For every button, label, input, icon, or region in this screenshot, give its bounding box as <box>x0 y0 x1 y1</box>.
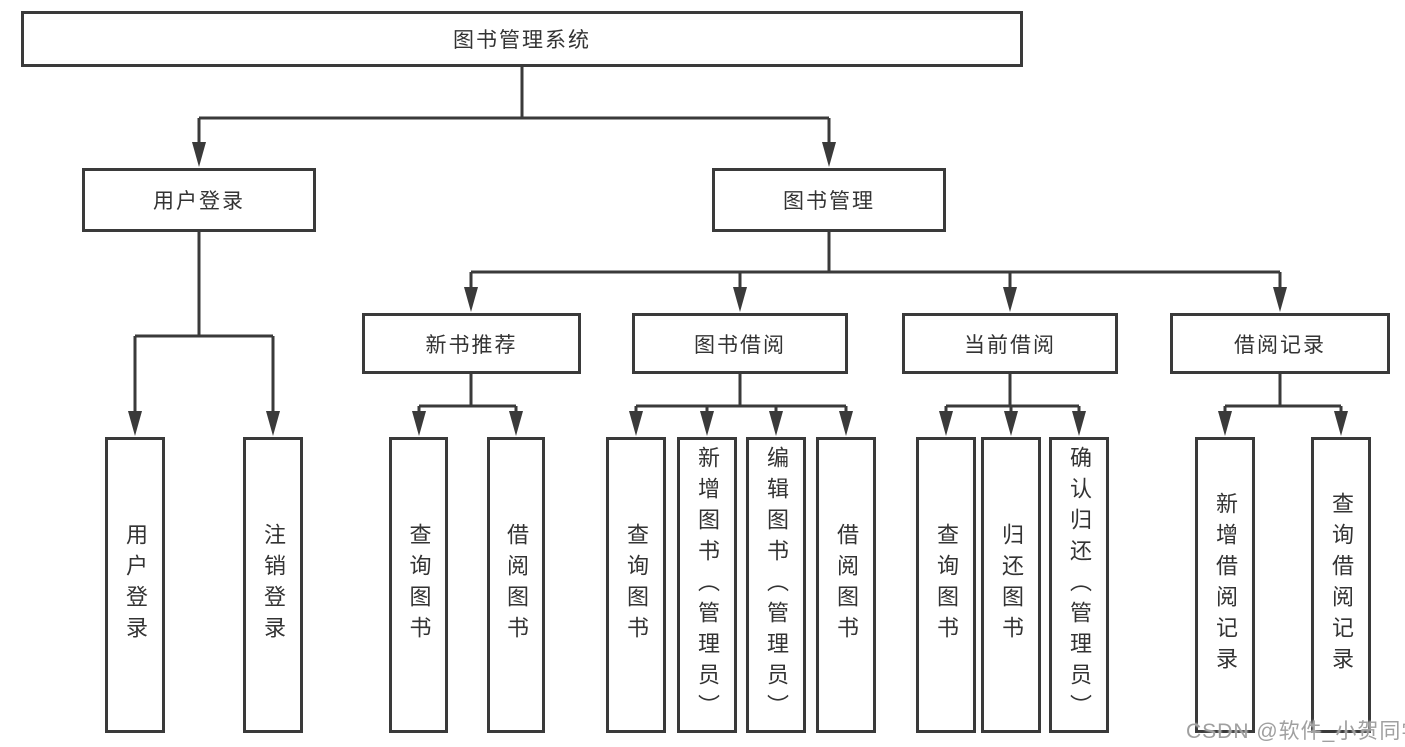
leaf-borrow-books-1: 借阅图书 <box>487 437 545 733</box>
node-label: 新书推荐 <box>425 333 518 357</box>
node-label: 图书借阅 <box>694 333 786 357</box>
node-user-login-branch: 用户登录 <box>82 168 316 232</box>
leaf-edit-books-admin: 编辑图书（管理员） <box>746 437 806 733</box>
leaf-query-books-3: 查询图书 <box>916 437 976 733</box>
node-label: 图书管理 <box>783 190 875 213</box>
leaf-add-borrow-record: 新增借阅记录 <box>1195 437 1255 733</box>
leaf-query-borrow-record: 查询借阅记录 <box>1311 437 1371 733</box>
node-label: 查询图书 <box>406 523 432 647</box>
leaf-query-books-2: 查询图书 <box>606 437 666 733</box>
node-label: 确认归还（管理员） <box>1067 445 1092 725</box>
node-new-book-recommend: 新书推荐 <box>362 313 581 374</box>
node-label: 借阅图书 <box>504 523 529 647</box>
node-root-system: 图书管理系统 <box>21 11 1023 67</box>
node-book-management-branch: 图书管理 <box>712 168 946 232</box>
node-label: 编辑图书（管理员） <box>764 445 789 725</box>
node-label: 注销登录 <box>261 523 286 647</box>
leaf-logout: 注销登录 <box>243 437 303 733</box>
node-label: 查询图书 <box>624 523 649 647</box>
node-label: 查询图书 <box>934 523 959 647</box>
node-label: 新增借阅记录 <box>1213 492 1238 678</box>
node-book-borrowing: 图书借阅 <box>632 313 848 374</box>
leaf-confirm-return-admin: 确认归还（管理员） <box>1049 437 1109 733</box>
node-label: 借阅记录 <box>1234 333 1326 357</box>
node-label: 图书管理系统 <box>453 29 591 52</box>
node-label: 借阅图书 <box>834 523 859 647</box>
node-borrowing-records: 借阅记录 <box>1170 313 1390 374</box>
leaf-add-books-admin: 新增图书（管理员） <box>677 437 737 733</box>
leaf-query-books-1: 查询图书 <box>389 437 448 733</box>
node-label: 新增图书（管理员） <box>695 445 720 725</box>
leaf-return-books: 归还图书 <box>981 437 1041 733</box>
leaf-user-login: 用户登录 <box>105 437 165 733</box>
node-label: 用户登录 <box>123 523 148 647</box>
node-label: 归还图书 <box>999 523 1024 647</box>
leaf-borrow-books-2: 借阅图书 <box>816 437 876 733</box>
node-label: 查询借阅记录 <box>1329 492 1354 678</box>
node-label: 当前借阅 <box>964 333 1056 357</box>
csdn-watermark: CSDN @软件_小贺同学 <box>1186 720 1405 743</box>
node-label: 用户登录 <box>153 190 245 213</box>
node-current-borrowing: 当前借阅 <box>902 313 1118 374</box>
